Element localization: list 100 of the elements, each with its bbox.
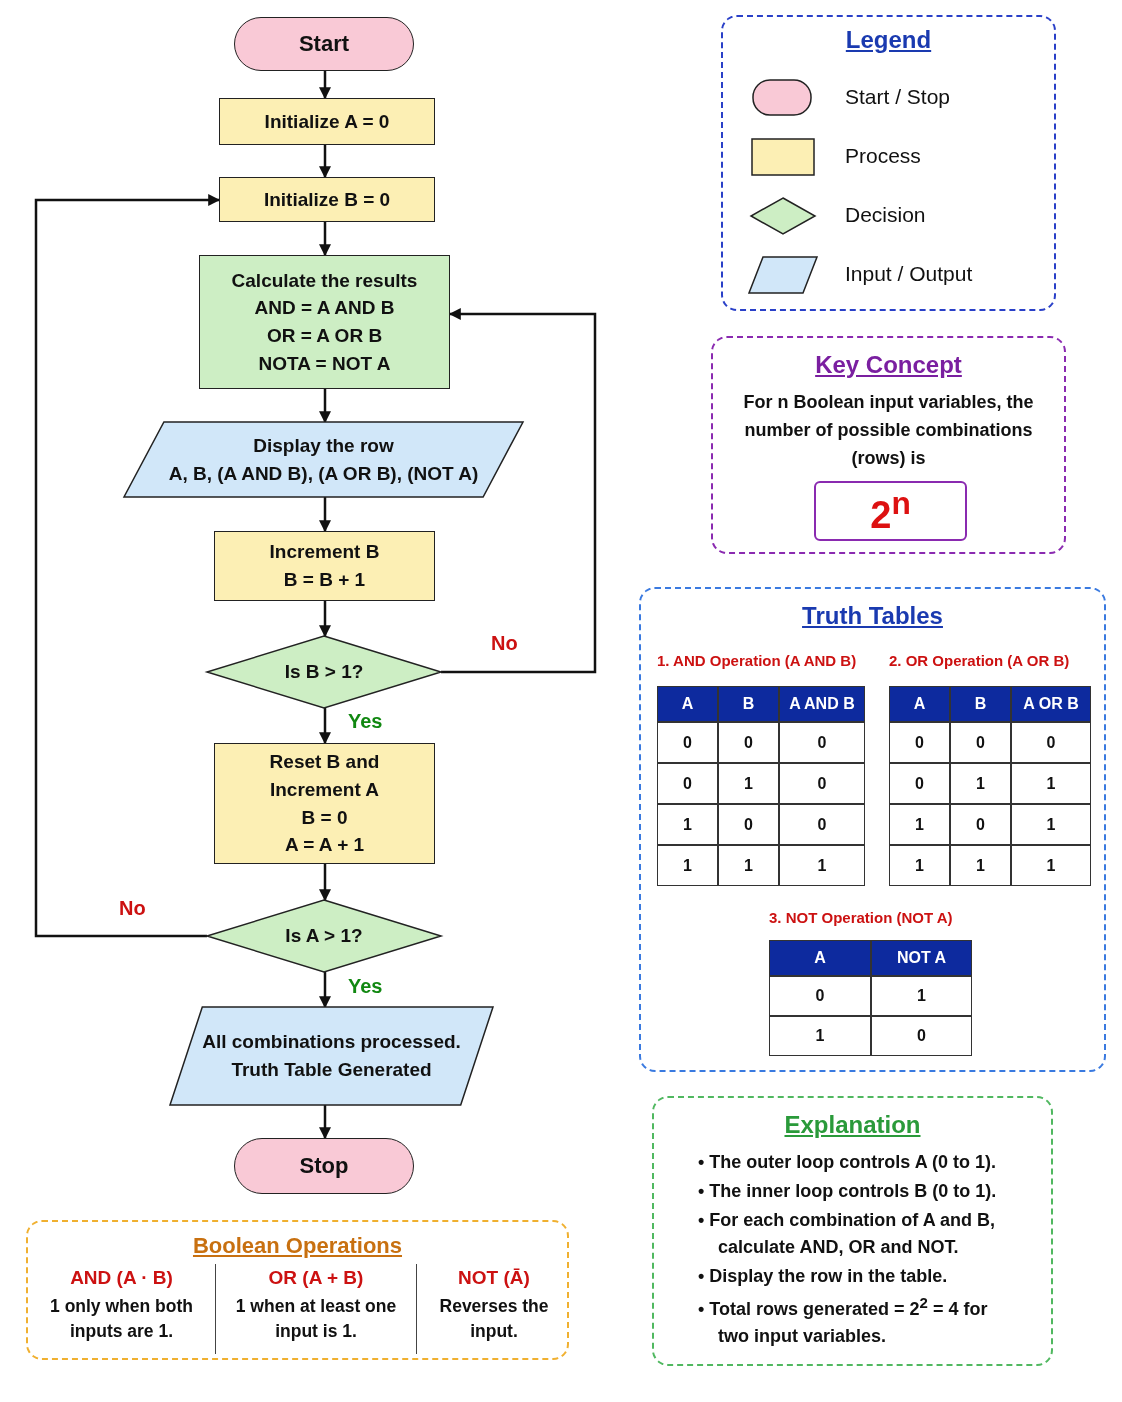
node-title: Initialize A = 0 bbox=[264, 109, 390, 134]
node-text: OR = A OR B bbox=[266, 324, 383, 348]
node-title: Display the row bbox=[253, 433, 394, 458]
table-cell: 1 bbox=[1011, 763, 1091, 804]
operation-heading: OR (A + B) bbox=[267, 1266, 365, 1290]
table-cell: 0 bbox=[779, 763, 865, 804]
node-title: Calculate the results bbox=[231, 268, 418, 293]
arrow bbox=[319, 708, 331, 745]
formula-text: 2$^{n}$ bbox=[870, 488, 911, 534]
node-text: A, B, (A AND B), (A OR B), (NOT A) bbox=[168, 461, 479, 486]
node-title: Initialize B = 0 bbox=[263, 187, 391, 212]
table-title: 2. OR Operation (A OR B) bbox=[889, 652, 1070, 669]
node-text: AND = A AND B bbox=[254, 296, 395, 321]
panel-heading: Boolean Operations bbox=[192, 1232, 402, 1260]
process-box bbox=[214, 531, 435, 601]
table-cell: 0 bbox=[889, 763, 950, 804]
explanation-panel bbox=[652, 1096, 1053, 1366]
table-cell: 1 bbox=[889, 845, 950, 886]
legend-label: Decision bbox=[845, 203, 926, 227]
table-header-cell: A bbox=[657, 686, 718, 722]
table-title: 1. AND Operation (A AND B) bbox=[657, 652, 857, 669]
table-cell: 0 bbox=[718, 722, 779, 763]
table-cell: 1 bbox=[769, 1016, 871, 1056]
formula-box bbox=[814, 481, 967, 541]
process-box bbox=[214, 743, 435, 864]
panel-heading: Explanation bbox=[784, 1110, 921, 1140]
bullet-item: • Display the row in the table. bbox=[698, 1264, 949, 1288]
table-header-cell: B bbox=[950, 686, 1011, 722]
table-cell: 1 bbox=[779, 845, 865, 886]
table-cell: 1 bbox=[889, 804, 950, 845]
bullet-item: • The outer loop controls A (0 to 1). bbox=[698, 1150, 997, 1174]
table-header-cell: NOT A bbox=[871, 940, 972, 976]
table-cell: 0 bbox=[779, 804, 865, 845]
node-title: Reset B and Increment A bbox=[268, 750, 381, 802]
arrow bbox=[34, 194, 221, 938]
table-header-cell: A OR B bbox=[1011, 686, 1091, 722]
bullet-item: • For each combination of A and B, calculate AND, OR and NOT. bbox=[698, 1208, 996, 1259]
legend-label: Start / Stop bbox=[845, 85, 951, 109]
arrow bbox=[319, 71, 331, 100]
arrow bbox=[319, 389, 331, 424]
arrow bbox=[319, 972, 331, 1009]
table-header-cell: A AND B bbox=[779, 686, 865, 722]
key-concept-panel bbox=[711, 336, 1066, 554]
node-text: Truth Table Generated bbox=[231, 1058, 432, 1082]
table-cell: 0 bbox=[871, 1016, 972, 1056]
table-header-cell: A bbox=[889, 686, 950, 722]
node-title: Stop bbox=[299, 1152, 349, 1181]
panel-heading: Truth Tables bbox=[802, 601, 943, 631]
legend-label: Process bbox=[845, 144, 921, 168]
input-output-parallelogram bbox=[170, 1007, 493, 1105]
table-header-cell: B bbox=[718, 686, 779, 722]
legend-title: Legend bbox=[844, 26, 933, 54]
arrow bbox=[319, 864, 331, 902]
node-text: B = B + 1 bbox=[283, 568, 366, 592]
table-cell: 1 bbox=[718, 763, 779, 804]
table-cell: 0 bbox=[657, 763, 718, 804]
decision-diamond bbox=[207, 636, 441, 708]
table-cell: 0 bbox=[657, 722, 718, 763]
arrow bbox=[319, 145, 331, 179]
table-cell: 1 bbox=[657, 845, 718, 886]
arrow bbox=[319, 222, 331, 257]
bullet-item: • The inner loop controls B (0 to 1). bbox=[698, 1179, 998, 1203]
legend-label: Input / Output bbox=[845, 262, 973, 286]
decision-diamond bbox=[207, 900, 441, 972]
bullet-item: • Total rows generated = 2$^{2}$ = 4 for two input variables. bbox=[698, 1292, 989, 1348]
table-cell: 1 bbox=[718, 845, 779, 886]
process-box bbox=[199, 255, 450, 389]
table-cell: 1 bbox=[657, 804, 718, 845]
node-text: B = 0 bbox=[301, 805, 348, 830]
arrow bbox=[319, 497, 331, 533]
table-cell: 1 bbox=[1011, 845, 1091, 886]
node-title: Is B > 1? bbox=[284, 660, 364, 685]
table-cell: 1 bbox=[950, 763, 1011, 804]
arrow bbox=[319, 1105, 331, 1140]
table-title: 3. NOT Operation (NOT A) bbox=[769, 909, 953, 926]
operation-heading: AND (A · B) bbox=[69, 1266, 174, 1290]
panel-text: For n Boolean input variables, the number of possible combinations (rows) is bbox=[742, 390, 1035, 470]
operation-heading: NOT (Ā) bbox=[457, 1266, 531, 1290]
process-box bbox=[219, 98, 435, 145]
boolean-operations-panel bbox=[26, 1220, 569, 1360]
node-title: Is A > 1? bbox=[285, 924, 363, 949]
stop-terminal bbox=[234, 1138, 414, 1194]
arrow bbox=[319, 601, 331, 638]
table-cell: 0 bbox=[718, 804, 779, 845]
table-cell: 0 bbox=[950, 722, 1011, 763]
table-cell: 1 bbox=[871, 976, 972, 1016]
node-title: Increment B bbox=[269, 540, 380, 565]
node-text: NOTA = NOT A bbox=[258, 351, 391, 376]
panel-heading: Key Concept bbox=[815, 350, 962, 380]
operation-description: 1 when at least one input is 1. bbox=[234, 1294, 398, 1343]
node-title: Start bbox=[298, 30, 350, 59]
table-cell: 0 bbox=[950, 804, 1011, 845]
table-cell: 0 bbox=[889, 722, 950, 763]
operation-description: 1 only when both inputs are 1. bbox=[49, 1294, 194, 1343]
operation-description: Reverses the input. bbox=[438, 1294, 550, 1343]
node-text: A = A + 1 bbox=[284, 833, 365, 858]
table-cell: 0 bbox=[769, 976, 871, 1016]
table-cell: 1 bbox=[950, 845, 1011, 886]
table-cell: 0 bbox=[779, 722, 865, 763]
process-box bbox=[219, 177, 435, 222]
